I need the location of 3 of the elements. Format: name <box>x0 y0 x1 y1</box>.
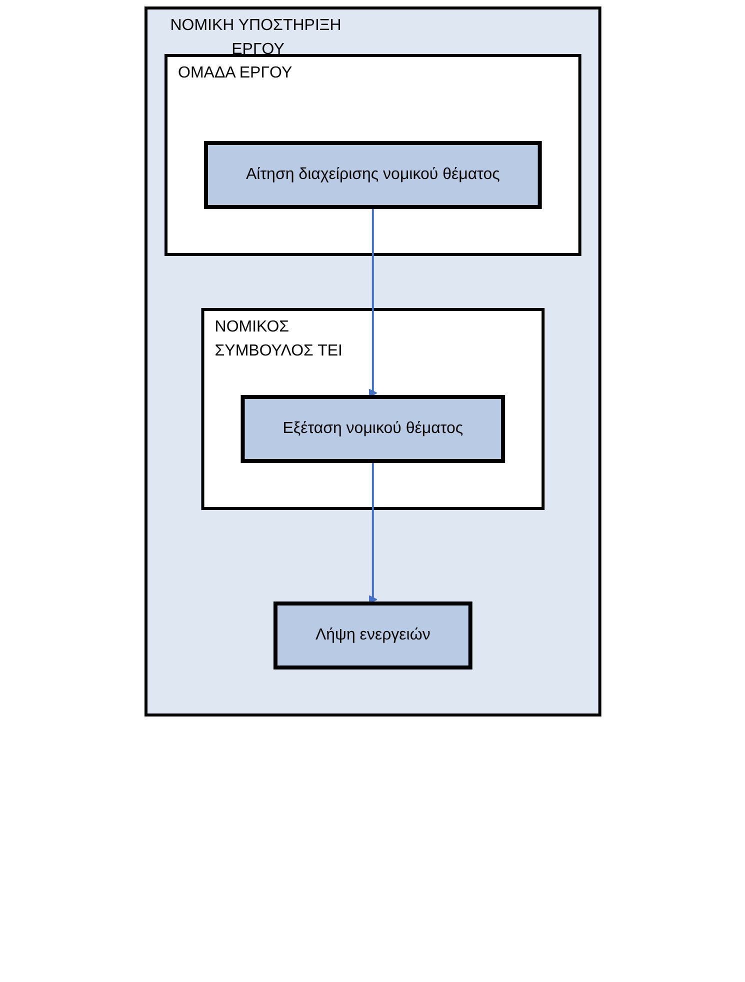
node-box: Εξέταση νομικού θέματος <box>240 395 505 463</box>
node-box: Λήψη ενεργειών <box>273 602 472 670</box>
node-box: Αίτηση διαχείρισης νομικού θέματος <box>204 141 542 209</box>
